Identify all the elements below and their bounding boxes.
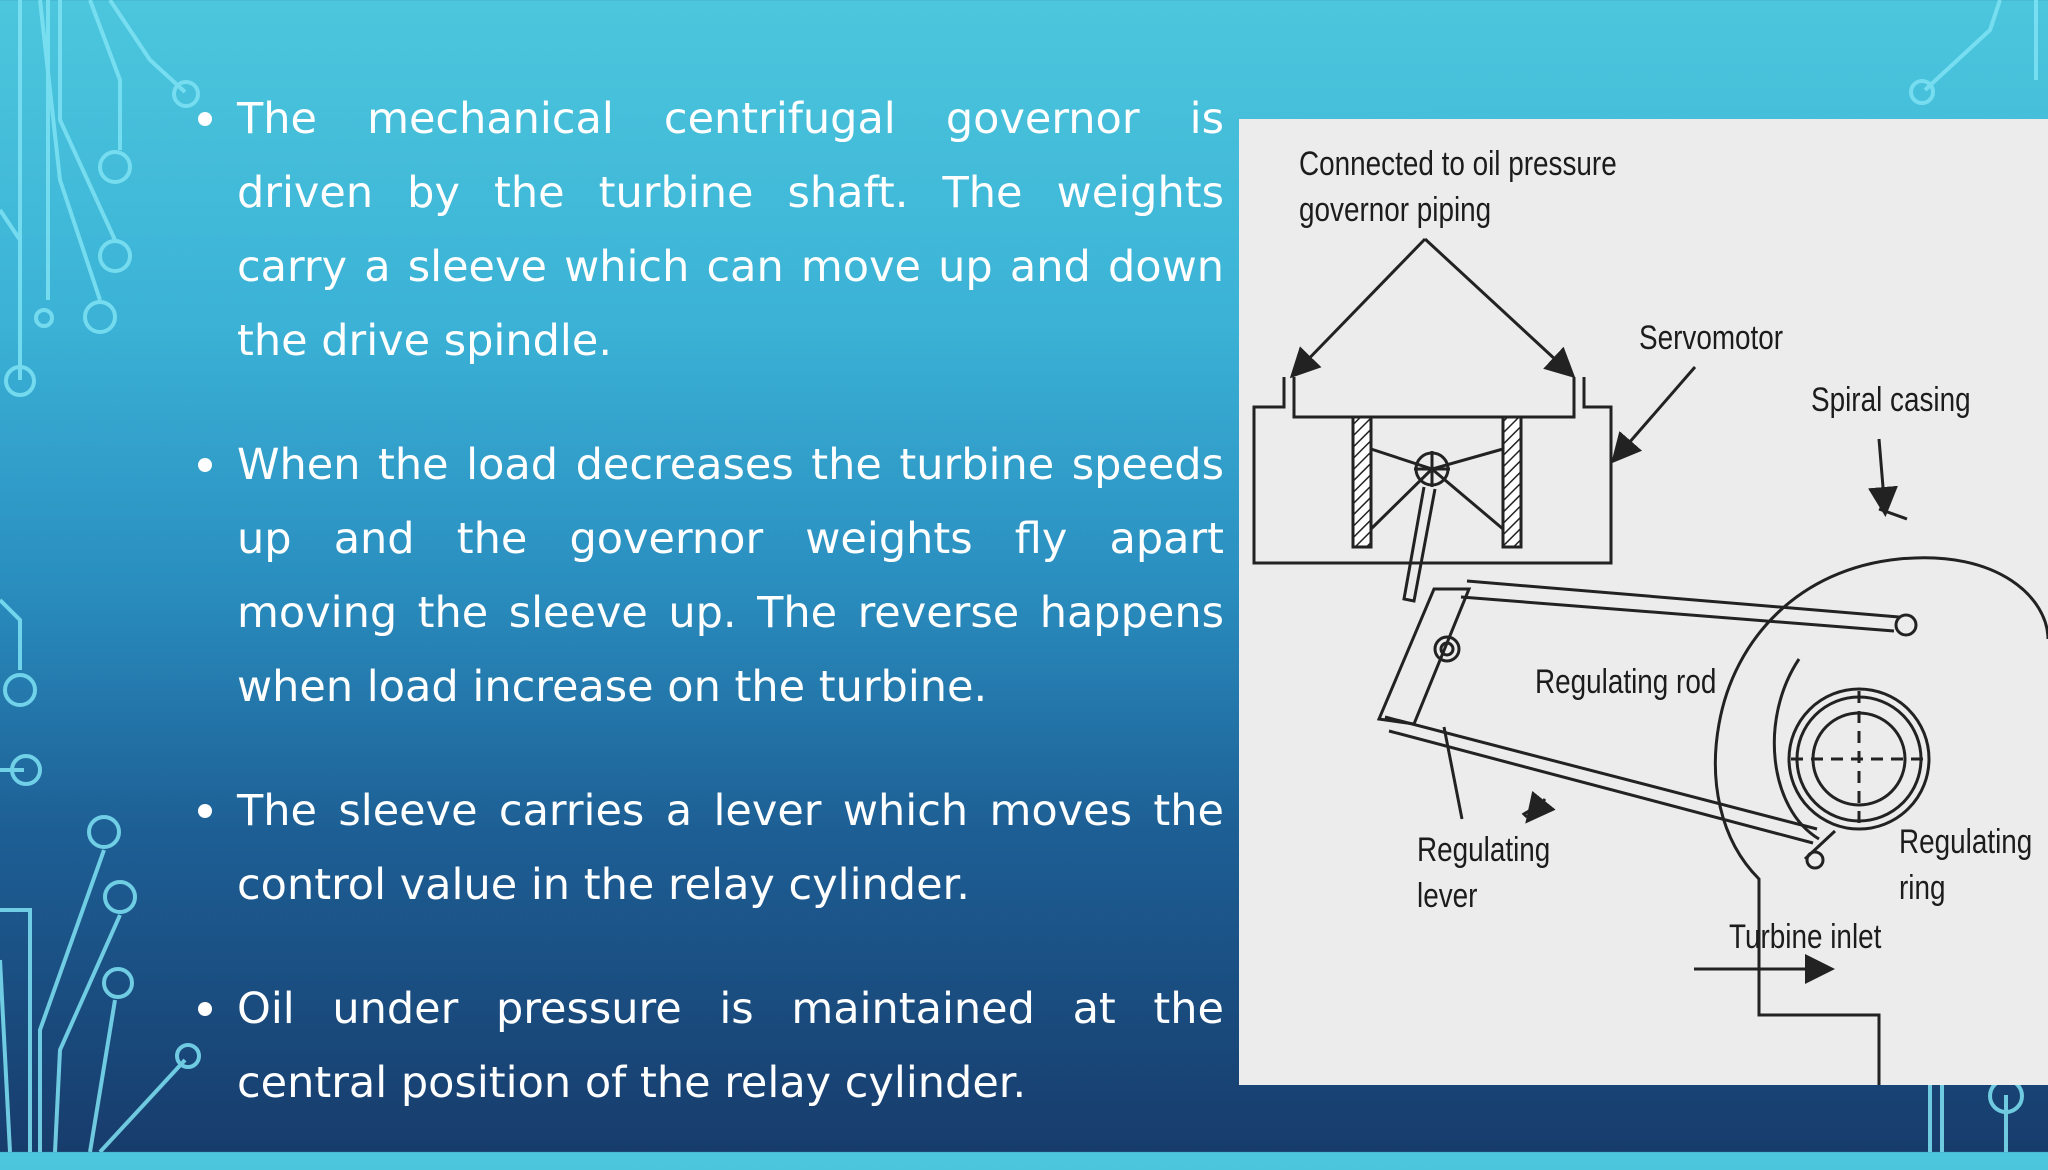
governor-diagram: Connected to oil pressure governor pipin… — [1239, 119, 2048, 1085]
governor-drawing — [1252, 237, 2048, 1085]
bullet-dot — [198, 1002, 212, 1016]
bullet-dot — [198, 458, 212, 472]
servomotor-label: Servomotor — [1639, 319, 1784, 357]
bullet-list: The mechanical centrifugal governor is d… — [198, 82, 1224, 1170]
regulating-ring-label: Regulating ring — [1899, 823, 2033, 907]
spiral-casing-label: Spiral casing — [1811, 381, 1971, 419]
bullet-item: The sleeve carries a lever which moves t… — [198, 774, 1224, 922]
bullet-item: The mechanical centrifugal governor is d… — [198, 82, 1224, 378]
turbine-inlet-label: Turbine inlet — [1729, 918, 1882, 956]
bullet-dot — [198, 112, 212, 126]
bullet-text: The mechanical centrifugal governor is d… — [237, 94, 1224, 366]
regulating-lever-label: Regulating lever — [1417, 831, 1551, 915]
bullet-dot — [198, 804, 212, 818]
bullet-item: Oil under pressure is maintained at the … — [198, 972, 1224, 1120]
oil-pressure-label: Connected to oil pressure governor pipin… — [1299, 145, 1617, 229]
bullet-item: When the load decreases the turbine spee… — [198, 428, 1224, 724]
bullet-text: The sleeve carries a lever which moves t… — [237, 786, 1224, 910]
regulating-rod-label: Regulating rod — [1535, 663, 1717, 701]
bullet-text: Oil under pressure is maintained at the … — [237, 984, 1224, 1108]
bullet-text: When the load decreases the turbine spee… — [237, 440, 1224, 712]
